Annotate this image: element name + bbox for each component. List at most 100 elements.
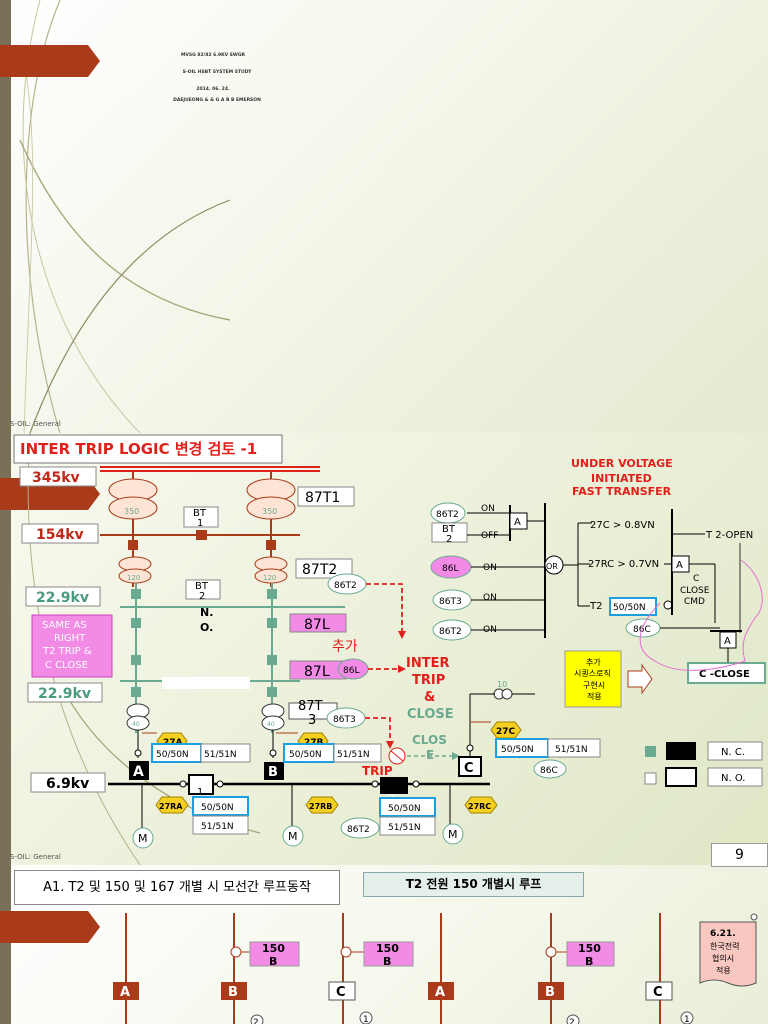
relay-87t1: 87T1 [305,490,340,506]
s3-bus-a-2: A [435,985,445,1000]
s3-bus-a-1: A [120,985,130,1000]
voltage-69: 6.9kv [46,776,89,792]
tie-1: 1 [197,787,203,798]
relay-5050-e: 50/50N [388,804,421,814]
s3-num-2b: 2 [569,1018,575,1024]
uv-title-1: UNDER VOLTAGE [571,457,673,470]
s3-bus-c-2: C [653,985,663,1000]
b150-1-a: 150 [262,942,285,955]
xfmr-40-a: 40 [132,721,140,728]
scroll-4: 적용 [716,965,731,975]
bt2-label-2: 2 [199,591,205,602]
uv-title-3: FAST TRANSFER [572,485,672,498]
logic-on-2: ON [483,563,497,573]
relay-27ra: 27RA [159,802,183,811]
b150-1-b: B [269,955,277,968]
left-strip [0,0,11,433]
scroll-2: 한국전력 [710,941,739,951]
b150-3-b: B [585,955,593,968]
same-as-3: T2 TRIP & [42,646,92,657]
bt1-label-1: BT [193,508,207,519]
bus-b: B [268,765,278,780]
slide-title: INTER TRIP LOGIC 변경 검토 -1 [20,440,257,458]
relay-86t2-diag: 86T2 [334,581,357,591]
relay-5151-d: 51/51N [201,822,234,832]
no-label-2: O. [200,621,213,634]
slide-tab [0,45,100,77]
slide-2: INTER TRIP LOGIC 변경 검토 -1 345kv 350 350 … [0,433,768,865]
s3-bus-c-1: C [336,985,346,1000]
relay-87l-2: 87L [304,664,330,680]
slide3-box-1: A1. T2 및 150 및 167 개별 시 모선간 루프동작 [14,870,340,905]
voltage-154: 154kv [36,527,84,543]
relay-5151-b: 51/51N [337,750,370,760]
voltage-345: 345kv [32,470,80,486]
legend-no: N. O. [721,773,745,784]
scroll-3: 협의시 [712,953,734,963]
uv-title-2: INITIATED [591,472,652,485]
slide-tab [0,911,100,943]
s3-num-1a: 1 [363,1015,369,1024]
logic-on-3: ON [483,593,497,603]
inter-trip-3: & [424,690,435,705]
logic-or: OR [546,562,558,571]
relay-86t2-bottom: 86T2 [347,825,370,835]
inter-trip-4: CLOSE [407,707,454,722]
voltage-229-b: 22.9kv [38,686,91,702]
relay-27rb: 27RB [309,802,332,811]
relay-5050-d: 50/50N [201,803,234,813]
xfmr-10: 10 [497,680,507,689]
logic-a-3: A [724,636,731,647]
title-line-1: MVSG 82/82 6.9KV SWGR [180,53,246,58]
motor-1: M [138,832,148,845]
s3-num-2a: 2 [253,1018,259,1024]
logic-86t2-b: 86T2 [439,627,462,637]
left-strip [0,865,11,1024]
s3-bus-b-2: B [545,985,555,1000]
logic-cclose-1: C [693,574,699,584]
motor-3: M [448,828,458,841]
logic-bt2-1: BT [442,524,456,535]
logic-t2-open: T 2-OPEN [705,530,753,541]
bt2-label-1: BT [195,581,209,592]
clos-1: CLOS [412,733,447,747]
left-strip [0,433,11,865]
slide-1: MVSG 82/82 6.9KV SWGR S-OIL HSBT SYSTEM … [0,0,768,433]
s3-bus-b-1: B [228,985,238,1000]
note-1: 추가 [586,658,601,667]
relay-86l-diag: 86L [343,666,359,676]
title-line-3: 2014. 06. 24. [196,87,230,92]
slide3-box-2: T2 전원 150 개별시 루프 [363,872,584,897]
decor-curves [19,0,231,433]
logic-a-1: A [514,517,521,528]
page-number: 9 [711,843,768,867]
same-as-4: C CLOSE [45,660,88,671]
logic-a-2: A [676,560,683,571]
logic-27rc: 27RC > 0.7VN [588,559,659,570]
b150-3-a: 150 [578,942,601,955]
logic-off: OFF [481,531,498,541]
relay-87t3-b: 3 [308,713,316,728]
xfmr-40-b: 40 [267,721,275,728]
logic-cclose-3: CMD [684,597,705,607]
voltage-229-a: 22.9kv [36,590,89,606]
relay-27c: 27C [496,727,516,737]
slide-3: A1. T2 및 150 및 167 개별 시 모선간 루프동작 T2 전원 1… [0,865,768,1024]
s3-num-1b: 1 [684,1015,690,1024]
logic-on-1: ON [481,504,495,514]
bt1-label-2: 1 [197,518,203,529]
xfmr-350-b: 350 [262,507,277,516]
relay-87t2: 87T2 [302,562,337,578]
motor-2: M [288,830,298,843]
relay-87t3-a: 87T [298,699,323,714]
logic-27c: 27C > 0.8VN [590,520,655,531]
logic-86l: 86L [442,564,458,574]
xfmr-350-a: 350 [124,507,139,516]
b150-2-b: B [383,955,391,968]
added-label: 추가 [332,639,358,655]
one-line-diagram: INTER TRIP LOGIC 변경 검토 -1 345kv 350 350 … [13,433,766,865]
same-as-1: SAME AS [42,620,87,631]
relay-5151-c: 51/51N [555,745,588,755]
logic-cclose-2: CLOSE [680,586,710,596]
logic-5050: 50/50N [613,603,646,613]
